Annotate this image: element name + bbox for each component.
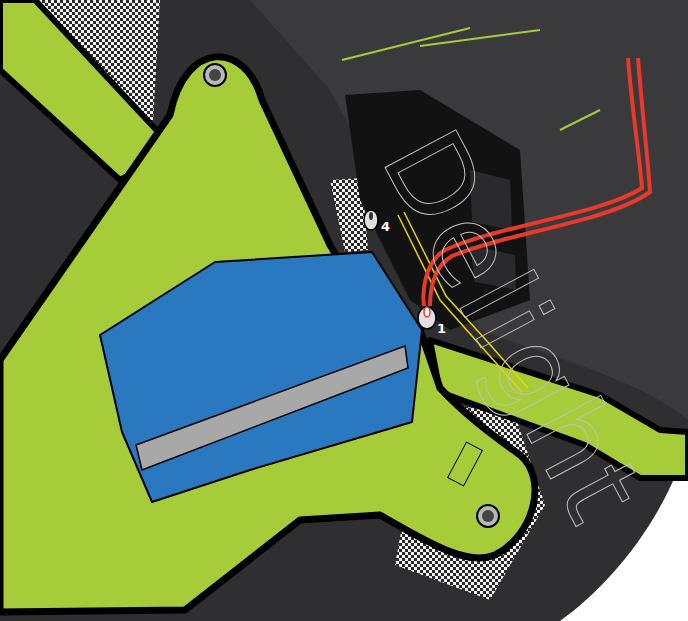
clip: [364, 210, 378, 230]
screw: [477, 505, 499, 527]
reflective-stripe: [136, 346, 408, 470]
green-stripe: [420, 30, 540, 46]
callout-number: 1: [437, 321, 446, 336]
green-stripe: [342, 28, 470, 60]
green-stripe: [560, 110, 600, 130]
screw: [204, 64, 226, 86]
label-patch: [448, 442, 483, 486]
callout-number: 4: [381, 219, 390, 234]
blue-pad: [100, 252, 422, 502]
logo-watermark: Delight: [357, 110, 669, 545]
